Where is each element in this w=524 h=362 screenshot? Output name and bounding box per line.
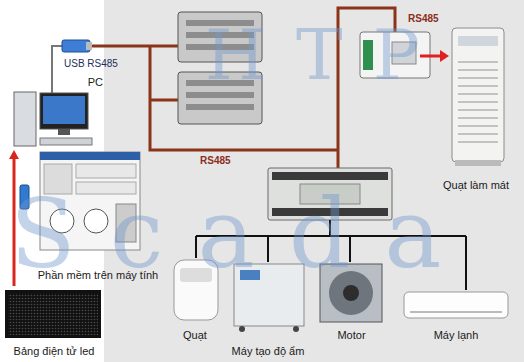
wheel bbox=[293, 326, 299, 332]
device-label: Quạt bbox=[181, 329, 209, 342]
panel bbox=[76, 164, 136, 178]
cable bbox=[150, 99, 178, 102]
device-label: PC bbox=[86, 76, 105, 89]
cable bbox=[90, 45, 178, 48]
device-node: Phần mềm trên máy tính bbox=[28, 150, 168, 284]
watermark: Scada bbox=[10, 186, 475, 282]
cable bbox=[337, 150, 340, 168]
port-label: USB RS485 bbox=[64, 58, 118, 70]
wheel bbox=[239, 326, 245, 332]
keyboard bbox=[40, 138, 92, 145]
terminal-strip bbox=[272, 172, 388, 180]
device-node: Quạt làm mát bbox=[432, 24, 520, 194]
fan-base bbox=[455, 160, 501, 166]
fan-grill bbox=[458, 62, 498, 142]
ac-body bbox=[404, 292, 508, 318]
device-label: Phần mềm trên máy tính bbox=[36, 269, 160, 282]
device-node: Máy tạo độ ẩm bbox=[222, 252, 314, 360]
led-matrix bbox=[8, 293, 98, 335]
title-bar bbox=[40, 152, 140, 160]
vent bbox=[186, 104, 254, 110]
led-board bbox=[5, 290, 101, 338]
bus-label: RS485 bbox=[408, 13, 439, 25]
tower-fan bbox=[452, 28, 504, 166]
vent bbox=[186, 92, 254, 98]
device-node: Motor bbox=[314, 252, 389, 344]
monitor bbox=[40, 93, 88, 129]
bus-label: RS485 bbox=[200, 155, 231, 167]
device-node: Máy lạnh bbox=[396, 284, 516, 344]
pc bbox=[14, 92, 92, 146]
arrow-head bbox=[9, 150, 19, 159]
monitor-stand bbox=[58, 129, 70, 135]
background-panel bbox=[104, 0, 524, 362]
device-label: Bảng điện tử led bbox=[12, 345, 97, 358]
dongle-body bbox=[62, 40, 90, 52]
device-node: PC bbox=[10, 74, 105, 150]
usb-cable bbox=[52, 46, 62, 93]
device-label: Máy tạo độ ẩm bbox=[230, 345, 307, 358]
screen bbox=[43, 96, 85, 124]
fan-body bbox=[452, 28, 504, 162]
device-node: Bảng điện tử led bbox=[2, 286, 106, 360]
device-label: Quạt làm mát bbox=[441, 179, 511, 192]
device-node: Quạt bbox=[165, 252, 225, 344]
device-label: Máy lạnh bbox=[432, 329, 481, 342]
ac-vent bbox=[410, 311, 502, 313]
watermark: HTP bbox=[205, 20, 450, 90]
dongle-plug bbox=[86, 42, 92, 50]
air-conditioner bbox=[404, 292, 508, 318]
motor-hub bbox=[343, 285, 359, 301]
fan-panel bbox=[458, 36, 498, 46]
device-label: Motor bbox=[335, 329, 367, 342]
pc-tower bbox=[14, 92, 36, 146]
